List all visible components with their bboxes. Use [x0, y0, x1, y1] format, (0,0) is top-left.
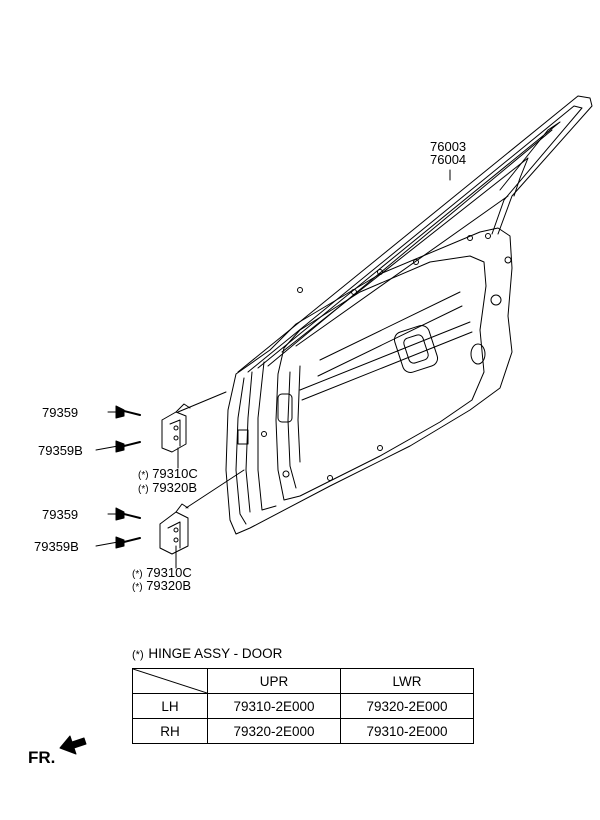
front-direction-label: FR. [28, 748, 56, 767]
table-header-row: UPR LWR [132, 668, 474, 694]
upper-hinge [161, 403, 191, 453]
callout-79310c-upper: (*) 79310C [138, 467, 198, 483]
diagonal-divider [133, 669, 207, 693]
callout-79359b-upper: 79359B [38, 443, 83, 458]
callout-79320b-upper: (*) 79320B [138, 481, 197, 497]
table-row: RH 79320-2E000 79310-2E000 [132, 718, 474, 744]
door-inner-opening [275, 255, 487, 501]
table-cell-side: RH [132, 718, 208, 744]
table-cell-lwr: 79310-2E000 [340, 718, 474, 744]
hinge-note: (*) HINGE ASSY - DOOR [132, 646, 282, 661]
asterisk-marker: (*) [132, 569, 143, 580]
callout-79359-upper: 79359 [42, 405, 79, 420]
table-corner-cell [132, 668, 208, 694]
asterisk-marker: (*) [132, 582, 143, 593]
callout-76003: 76003 [430, 139, 467, 154]
door-window-frame [237, 95, 593, 373]
part-number: 79320B [146, 578, 192, 593]
door-impact-beam [299, 321, 473, 401]
table-row: LH 79310-2E000 79320-2E000 [132, 693, 474, 719]
hinge-note-title: HINGE ASSY - DOOR [148, 646, 283, 661]
table-header-upr: UPR [207, 668, 341, 694]
table-cell-side: LH [132, 693, 208, 719]
callout-79359-lower: 79359 [42, 507, 79, 522]
asterisk-marker: (*) [138, 484, 149, 495]
front-arrow-icon [59, 735, 87, 755]
hinge-table: UPR LWR LH 79310-2E000 79320-2E000 RH 79… [132, 668, 474, 744]
table-cell-upr: 79310-2E000 [207, 693, 341, 719]
part-number: 79310C [152, 466, 198, 481]
bolts [115, 405, 141, 549]
callout-79359b-lower: 79359B [34, 539, 79, 554]
callout-79310c-lower: (*) 79310C [132, 566, 192, 582]
asterisk-marker: (*) [138, 470, 149, 481]
lower-hinge [159, 503, 189, 555]
door-panel-holes [237, 233, 512, 481]
leader-lines [95, 169, 451, 569]
callout-76004: 76004 [430, 152, 467, 167]
part-number: 79310C [146, 565, 192, 580]
part-number: 79320B [152, 480, 198, 495]
asterisk-marker: (*) [132, 649, 144, 661]
callout-79320b-lower: (*) 79320B [132, 579, 191, 595]
table-cell-lwr: 79320-2E000 [340, 693, 474, 719]
table-cell-upr: 79320-2E000 [207, 718, 341, 744]
table-header-lwr: LWR [340, 668, 474, 694]
